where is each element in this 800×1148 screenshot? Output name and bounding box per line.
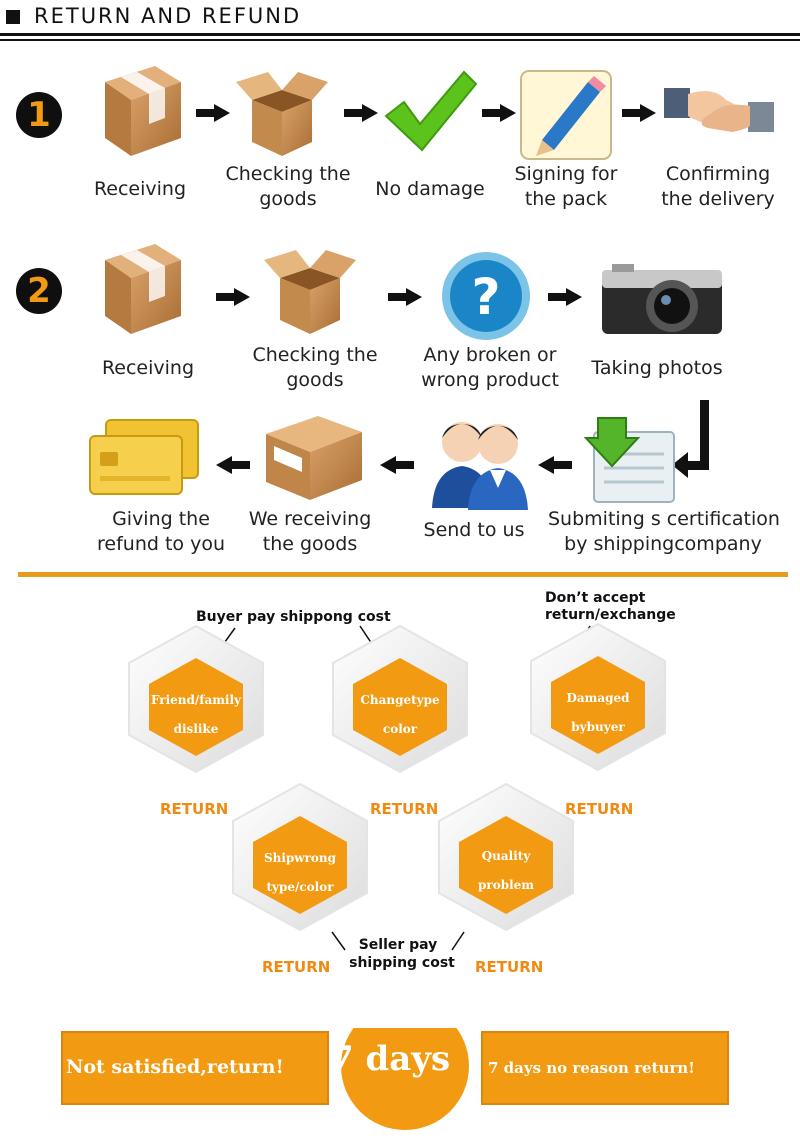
- seller-pay-caption: shipping cost: [349, 955, 455, 971]
- step-label: Signing for: [514, 163, 618, 185]
- hexagon-badge: [438, 782, 574, 932]
- step-label: the goods: [262, 533, 358, 555]
- step-label: Taking photos: [591, 357, 723, 379]
- page-header: RETURN AND REFUND: [0, 0, 800, 44]
- header-rule: [0, 33, 800, 36]
- pencil-sign-icon: [520, 70, 612, 160]
- hexagon-badge: [332, 624, 468, 774]
- hexagon-label: bybuyer: [571, 720, 625, 734]
- question-mark-icon: ?: [442, 252, 530, 340]
- hexagon-badge: [530, 622, 666, 772]
- step-label: the pack: [524, 188, 608, 210]
- page-title: RETURN AND REFUND: [34, 4, 302, 28]
- arrow-right-icon: [388, 288, 422, 306]
- step-label: Receiving: [93, 178, 187, 200]
- step-label: Submiting s certification: [548, 508, 780, 530]
- arrow-turn-left-icon: [672, 400, 709, 478]
- header-rule-thin: [0, 39, 800, 41]
- step-label: No damage: [375, 178, 485, 200]
- open-box-icon: [264, 250, 356, 334]
- arrow-right-icon: [548, 288, 582, 306]
- step-label: the delivery: [661, 188, 775, 210]
- step-label: Confirming: [665, 163, 771, 185]
- step-label: Checking the: [252, 344, 378, 366]
- arrow-right-icon: [216, 288, 250, 306]
- hexagon-badge: [128, 624, 264, 774]
- return-label: RETURN: [475, 958, 544, 976]
- step-label: refund to you: [97, 533, 225, 555]
- support-agents-icon: [432, 422, 528, 510]
- banner-right-text: 7 days no reason return!: [488, 1059, 695, 1077]
- handshake-icon: [664, 88, 774, 132]
- return-label: RETURN: [370, 800, 439, 818]
- hexagon-label: color: [382, 722, 418, 736]
- return-label: RETURN: [160, 800, 229, 818]
- hexagon-label: Friend/family: [150, 693, 242, 707]
- parcel-box-icon: [266, 416, 362, 500]
- step-label: Giving the: [112, 508, 210, 530]
- step-label: goods: [259, 188, 317, 210]
- step-number-2: 2: [16, 268, 62, 314]
- hexagon-label: problem: [478, 878, 534, 892]
- arrow-right-icon: [344, 104, 378, 122]
- arrow-left-icon: [380, 456, 414, 474]
- green-checkmark-icon: [384, 70, 478, 152]
- credit-card-icon: [89, 419, 199, 495]
- arrow-right-icon: [482, 104, 516, 122]
- arrow-left-icon: [216, 456, 250, 474]
- hexagon-label: dislike: [173, 722, 219, 736]
- step-label: Any broken or: [423, 344, 557, 366]
- seller-pay-caption: Seller pay: [358, 937, 438, 953]
- arrow-right-icon: [622, 104, 656, 122]
- sealed-box-icon: [105, 244, 181, 334]
- step-label: goods: [286, 369, 344, 391]
- buyer-pay-caption: Buyer pay shippong cost: [196, 609, 391, 625]
- hexagon-label: Changetype: [360, 693, 440, 707]
- step-label: Checking the: [225, 163, 351, 185]
- step-label: by shippingcompany: [564, 533, 762, 555]
- hexagon-label: Damaged: [566, 691, 630, 705]
- arrow-right-icon: [196, 104, 230, 122]
- return-label: RETURN: [565, 800, 634, 818]
- hexagon-label: Quality: [481, 849, 531, 863]
- step-label: Receiving: [101, 357, 195, 379]
- camera-icon: [602, 264, 722, 334]
- banner-shapes: [61, 1028, 729, 1130]
- banner-left-text: Not satisfied,return!: [66, 1056, 284, 1078]
- open-box-icon: [236, 72, 328, 156]
- header-square-icon: [6, 10, 20, 24]
- banner-center-text: 7 days: [330, 1039, 451, 1079]
- sealed-box-icon: [105, 66, 181, 156]
- step-label: Send to us: [423, 519, 525, 541]
- return-label: RETURN: [262, 958, 331, 976]
- step-label: We receiving: [248, 508, 372, 530]
- section-divider: [18, 572, 788, 577]
- no-accept-caption: Don’t accept: [545, 590, 646, 606]
- hexagon-label: type/color: [266, 880, 334, 894]
- step-label: wrong product: [421, 369, 559, 391]
- step-number-1: 1: [16, 92, 62, 138]
- arrow-left-icon: [538, 456, 572, 474]
- hexagon-badge: [232, 782, 368, 932]
- no-accept-caption: return/exchange: [545, 607, 676, 623]
- document-download-icon: [584, 417, 675, 503]
- hexagon-label: Shipwrong: [263, 851, 337, 865]
- svg-text:?: ?: [471, 268, 500, 326]
